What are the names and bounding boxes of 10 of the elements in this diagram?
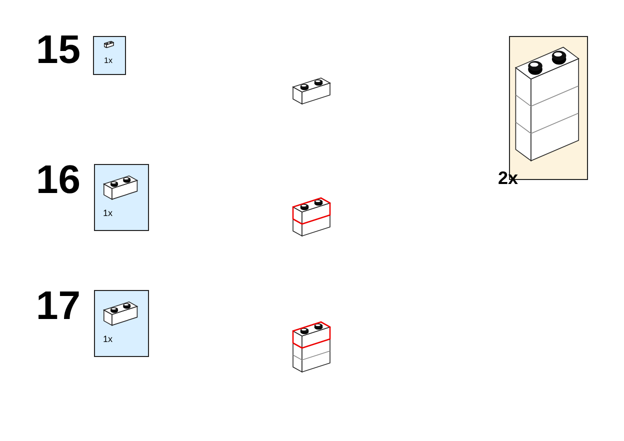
parts-list-box: [94, 290, 149, 357]
step-number: 17: [36, 286, 80, 326]
quantity-label: 1x: [104, 57, 112, 65]
parts-list-box: [93, 36, 126, 75]
quantity-label: 1x: [103, 209, 113, 218]
step-number: 16: [36, 160, 80, 200]
quantity-label: 2x: [498, 169, 518, 187]
parts-list-box: [94, 164, 149, 231]
step-number: 15: [36, 30, 80, 70]
quantity-label: 1x: [103, 335, 113, 344]
